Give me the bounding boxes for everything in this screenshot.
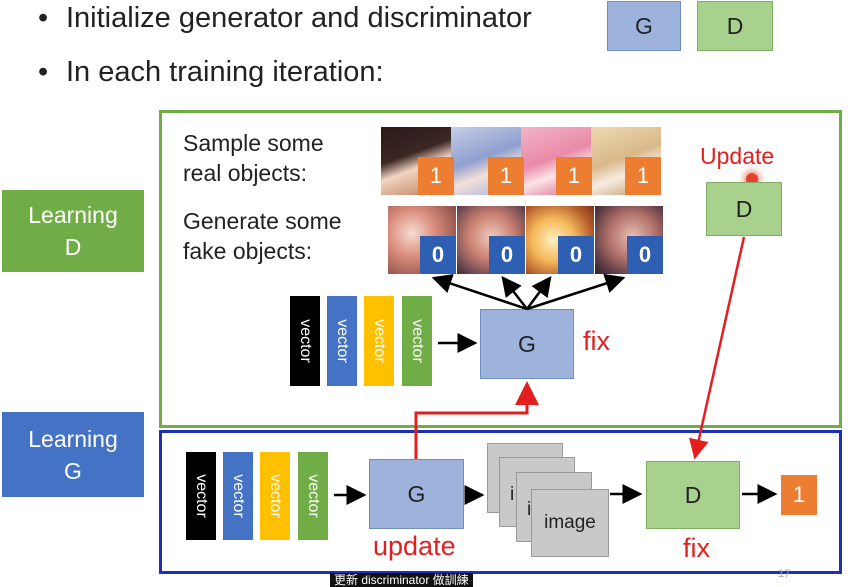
sample-real-text-line2: real objects: [183,160,308,186]
vector-g-2: vector [223,452,253,540]
learning-g-frame [159,430,842,574]
sample-real-text: Sample some real objects: [183,128,324,188]
fake-label-2: 0 [489,236,525,274]
generate-fake-text-line2: fake objects: [183,238,313,264]
real-label-2: 1 [488,157,524,195]
bullet-training-iteration: •In each training iteration: [38,56,384,88]
subtitle-caption: 更新 discriminator 做訓練 [330,573,473,587]
output-score: 1 [781,475,817,515]
generate-fake-text: Generate some fake objects: [183,206,342,266]
vector-g-3: vector [260,452,290,540]
real-label-4: 1 [625,157,661,195]
vector-d-4: vector [402,296,432,386]
generator-fix-label: fix [583,326,610,356]
arrow-update-d-to-g-stage [689,236,746,460]
learning-g-label-line2: G [64,457,82,484]
generate-fake-text-line1: Generate some [183,208,342,234]
fake-label-1: 0 [420,236,456,274]
discriminator-d-box: D [706,182,782,236]
fake-label-3: 0 [558,236,594,274]
learning-d-label: Learning D [2,190,144,272]
vector-d-1: vector [290,296,320,386]
discriminator-fix-label: fix [683,533,710,563]
generator-d-box: G [480,309,574,379]
bullet-initialize: •Initialize generator and discriminator [38,2,532,34]
page-number: 17 [778,568,791,580]
learning-g-label-line1: Learning [28,425,118,452]
vector-g-1: vector [186,452,216,540]
learning-d-label-line1: Learning [28,202,118,228]
discriminator-g-box: D [646,461,740,529]
sample-real-text-line1: Sample some [183,130,324,156]
generated-image-card: image [531,489,609,557]
arrow-g-to-fake-1 [431,274,528,311]
arrow-g-to-fake-4 [526,273,626,311]
generator-g-box: G [369,459,464,529]
real-label-1: 1 [418,157,454,195]
update-label: Update [700,143,775,169]
arrow-g-to-fake-3 [525,275,552,310]
legend-discriminator-box: D [697,1,773,51]
legend-generator-box: G [607,1,681,51]
learning-g-label: Learning G [2,412,144,497]
generator-update-label: update [373,531,456,561]
arrow-g-copy-up [414,381,539,459]
vector-g-4: vector [298,452,328,540]
learning-d-frame [159,110,842,428]
bullet-initialize-text: Initialize generator and discriminator [66,2,532,34]
real-label-3: 1 [556,157,592,195]
learning-d-label-line2: D [64,234,82,260]
arrow-g-to-fake-2 [501,276,528,310]
vector-d-3: vector [364,296,394,386]
bullet-training-iteration-text: In each training iteration: [66,56,384,88]
fake-label-4: 0 [627,236,663,274]
vector-d-2: vector [327,296,357,386]
